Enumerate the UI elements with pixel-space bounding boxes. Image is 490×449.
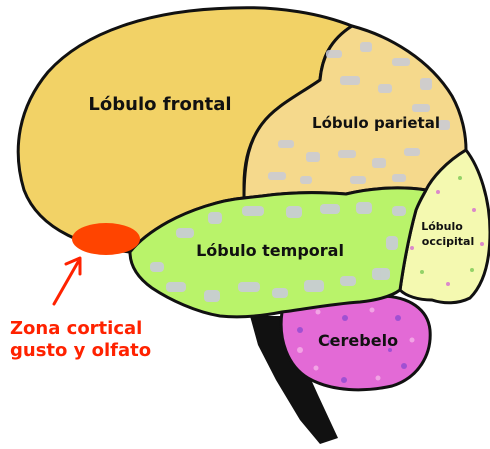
taste-smell-zone xyxy=(72,223,140,255)
occipital-lobe-label-line1: Lóbulo xyxy=(421,220,463,233)
annotation-line1: Zona cortical xyxy=(10,318,142,339)
temporal-lobe-label: Lóbulo temporal xyxy=(196,241,344,260)
parietal-lobe-label: Lóbulo parietal xyxy=(312,114,440,132)
annotation-line2: gusto y olfato xyxy=(10,340,151,361)
annotation-arrow xyxy=(54,258,80,304)
frontal-lobe-label: Lóbulo frontal xyxy=(88,94,231,115)
cerebellum-label: Cerebelo xyxy=(318,331,398,350)
occipital-lobe-label-line2: occipital xyxy=(422,235,474,248)
